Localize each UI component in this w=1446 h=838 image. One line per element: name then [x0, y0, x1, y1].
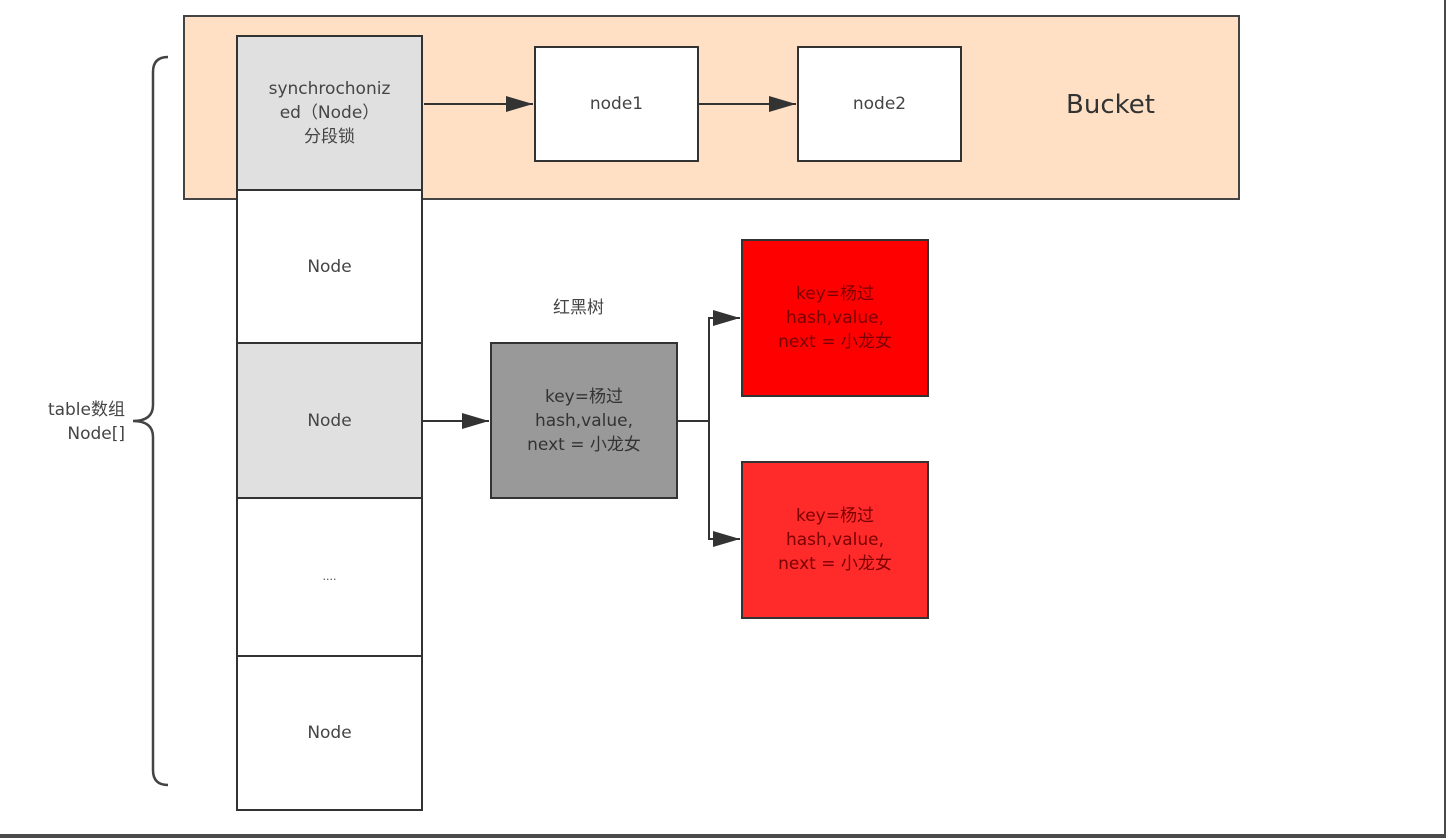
- tree-root-line3: next = 小龙女: [527, 434, 641, 455]
- chain-node-label: node2: [852, 94, 907, 114]
- table-label-line1: table数组: [47, 400, 125, 420]
- table-cell-label: Node: [307, 256, 352, 277]
- tree-root-node: key=杨过 hash,value, next = 小龙女: [490, 342, 678, 499]
- table-brace-icon: [132, 55, 169, 787]
- window-edge-bottom: [0, 834, 1446, 838]
- table-label: table数组 Node[]: [20, 398, 125, 446]
- table-cell-label: Node: [307, 723, 352, 743]
- chain-node-2: node2: [797, 46, 962, 162]
- tree-child-line1: key=杨过: [795, 284, 874, 304]
- tree-child-line3: next = 小龙女: [778, 554, 892, 574]
- arrow-root-to-child2: [708, 421, 740, 547]
- bucket-label: Bucket: [1066, 90, 1155, 120]
- tree-child-node-2: key=杨过 hash,value, next = 小龙女: [741, 461, 929, 619]
- table-cell-1: Node: [236, 189, 423, 344]
- tree-root-line1: key=杨过: [544, 386, 623, 407]
- arrow-root-to-child1: [708, 310, 740, 421]
- tree-child-line1: key=杨过: [795, 506, 874, 526]
- tree-child-line3: next = 小龙女: [778, 332, 892, 352]
- table-cell-2: Node: [236, 342, 423, 499]
- lock-cell-line1: synchrochoniz: [268, 79, 391, 99]
- tree-child-line2: hash,value,: [785, 308, 885, 328]
- chain-node-1: node1: [534, 46, 699, 162]
- lock-cell-line2: ed（Node）: [279, 103, 380, 123]
- table-cell-3: ....: [236, 497, 423, 657]
- chain-node-label: node1: [589, 94, 644, 114]
- tree-label: 红黑树: [553, 298, 604, 318]
- lock-cell-line3: 分段锁: [304, 127, 355, 147]
- tree-root-line2: hash,value,: [534, 410, 634, 431]
- window-edge-right: [1444, 0, 1446, 838]
- tree-child-node-1: key=杨过 hash,value, next = 小龙女: [741, 239, 929, 397]
- table-label-line2: Node[]: [67, 424, 125, 444]
- tree-child-line2: hash,value,: [785, 530, 885, 550]
- table-cell-label: ....: [322, 570, 337, 583]
- table-cell-4: Node: [236, 655, 423, 811]
- table-cell-label: Node: [307, 410, 352, 431]
